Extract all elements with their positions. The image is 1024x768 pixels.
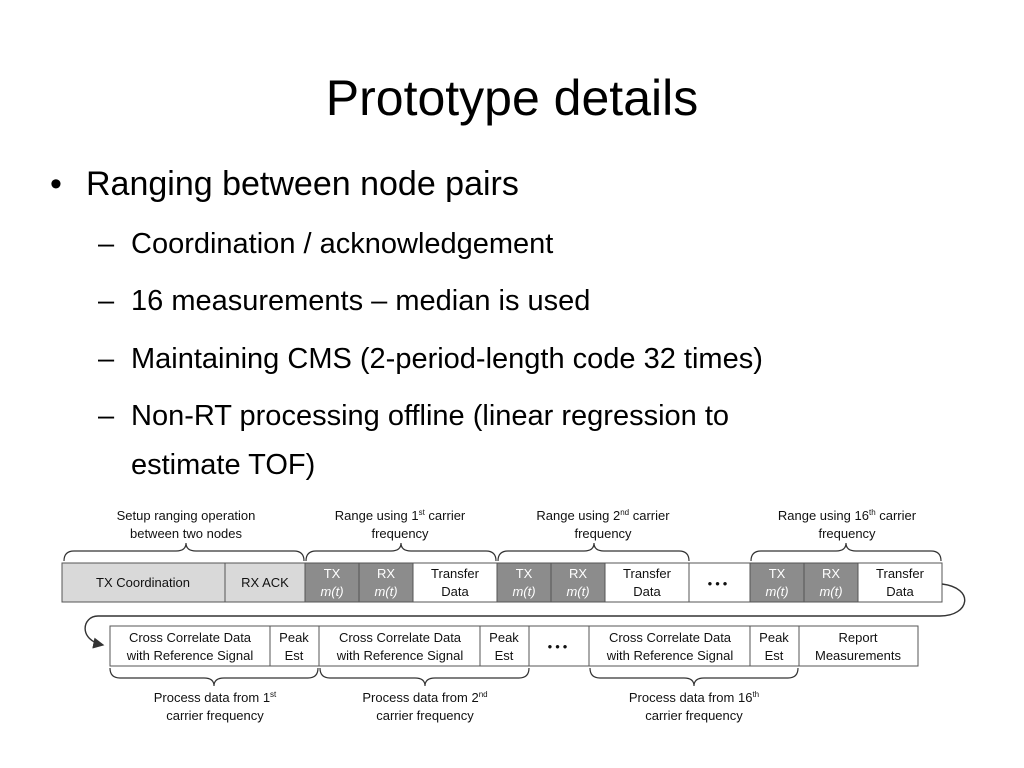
connector-arrow (84, 583, 966, 649)
label-setup-line2: between two nodes (130, 526, 243, 541)
label-process1-line2: carrier frequency (166, 708, 264, 723)
text-transfer-16-line1: Transfer (876, 566, 925, 581)
label-range2-line1: Range using 2nd carrier (536, 508, 670, 523)
box-transfer-16 (857, 562, 943, 603)
box-peak-16 (749, 625, 800, 667)
label-process1-line1: Process data from 1st (154, 690, 277, 705)
label-process2-line2: carrier frequency (376, 708, 474, 723)
dash: – (98, 343, 115, 375)
box-cross-correlate-2 (318, 625, 481, 667)
text-cross-2-line2: with Reference Signal (336, 648, 464, 663)
dash: – (98, 228, 115, 260)
sub-text: Coordination / acknowledgement (131, 228, 554, 260)
sub-item-non-rt-continued: estimate TOF) (131, 449, 316, 481)
text-cross-16-line1: Cross Correlate Data (609, 630, 732, 645)
box-ellipsis-bottom (528, 625, 590, 667)
text-peak-1-line1: Peak (279, 630, 309, 645)
box-rx-ack (224, 562, 306, 603)
text-mt-rx-1: m(t) (374, 584, 397, 599)
brace-setup (63, 542, 305, 562)
box-ellipsis-top (688, 562, 751, 603)
label-process16-line1: Process data from 16th (629, 690, 759, 705)
text-cross-16-line2: with Reference Signal (606, 648, 734, 663)
text-transfer-2-line1: Transfer (623, 566, 672, 581)
text-rx-2: RX (569, 566, 587, 581)
label-process2-line1: Process data from 2nd (362, 690, 487, 705)
text-peak-16-line1: Peak (759, 630, 789, 645)
dash: – (98, 285, 115, 317)
text-mt-tx-16: m(t) (765, 584, 788, 599)
bullet-ranging: • Ranging between node pairs (50, 160, 519, 208)
box-report-measurements (798, 625, 919, 667)
text-rx-ack: RX ACK (241, 575, 289, 590)
brace-process16 (589, 667, 799, 687)
box-tx-coordination (61, 562, 226, 603)
text-tx-16: TX (769, 566, 786, 581)
ellipsis-bottom: ••• (548, 639, 571, 654)
sub-text: Non-RT processing offline (linear regres… (131, 400, 730, 432)
box-transfer-2 (604, 562, 690, 603)
text-mt-tx-2: m(t) (512, 584, 535, 599)
text-report-line2: Measurements (815, 648, 901, 663)
brace-process1 (109, 667, 319, 687)
text-transfer-16-line2: Data (886, 584, 914, 599)
text-mt-rx-2: m(t) (566, 584, 589, 599)
text-cross-1-line2: with Reference Signal (126, 648, 254, 663)
box-rx-1 (358, 562, 414, 603)
brace-range1 (305, 542, 497, 562)
text-rx-1: RX (377, 566, 395, 581)
box-tx-2 (496, 562, 552, 603)
box-transfer-1 (412, 562, 498, 603)
sub-item-non-rt: –Non-RT processing offline (linear regre… (98, 396, 729, 436)
box-tx-1 (304, 562, 360, 603)
sub-item-measurements: –16 measurements – median is used (98, 281, 590, 321)
text-mt-tx-1: m(t) (320, 584, 343, 599)
text-rx-16: RX (822, 566, 840, 581)
text-report-line1: Report (838, 630, 877, 645)
brace-process2 (319, 667, 530, 687)
text-mt-rx-16: m(t) (819, 584, 842, 599)
text-peak-2-line2: Est (495, 648, 514, 663)
ellipsis-top: ••• (708, 576, 731, 591)
brace-range2 (497, 542, 690, 562)
text-tx-1: TX (324, 566, 341, 581)
text-peak-2-line1: Peak (489, 630, 519, 645)
text-transfer-1-line2: Data (441, 584, 469, 599)
bullet-text: Ranging between node pairs (86, 165, 519, 203)
label-range16-line1: Range using 16th carrier (778, 508, 917, 523)
text-cross-2-line1: Cross Correlate Data (339, 630, 462, 645)
label-range1-line1: Range using 1st carrier (335, 508, 466, 523)
label-range16-line2: frequency (818, 526, 876, 541)
sub-item-coordination: –Coordination / acknowledgement (98, 224, 553, 264)
text-tx-2: TX (516, 566, 533, 581)
label-range2-line2: frequency (574, 526, 632, 541)
slide-title: Prototype details (325, 70, 699, 126)
box-tx-16 (749, 562, 805, 603)
box-rx-16 (803, 562, 859, 603)
text-tx-coordination: TX Coordination (96, 575, 190, 590)
box-cross-correlate-1 (109, 625, 271, 667)
text-transfer-2-line2: Data (633, 584, 661, 599)
sub-item-cms: –Maintaining CMS (2-period-length code 3… (98, 339, 763, 379)
label-range1-line2: frequency (371, 526, 429, 541)
label-process16-line2: carrier frequency (645, 708, 743, 723)
brace-range16 (750, 542, 942, 562)
sub-text: Maintaining CMS (2-period-length code 32… (131, 343, 763, 375)
box-peak-2 (479, 625, 530, 667)
text-transfer-1-line1: Transfer (431, 566, 480, 581)
box-cross-correlate-16 (588, 625, 751, 667)
bullet-dot: • (50, 165, 62, 203)
sub-text: 16 measurements – median is used (131, 285, 591, 317)
dash: – (98, 400, 115, 432)
text-peak-16-line2: Est (765, 648, 784, 663)
text-peak-1-line2: Est (285, 648, 304, 663)
label-setup-line1: Setup ranging operation (117, 508, 256, 523)
text-cross-1-line1: Cross Correlate Data (129, 630, 252, 645)
